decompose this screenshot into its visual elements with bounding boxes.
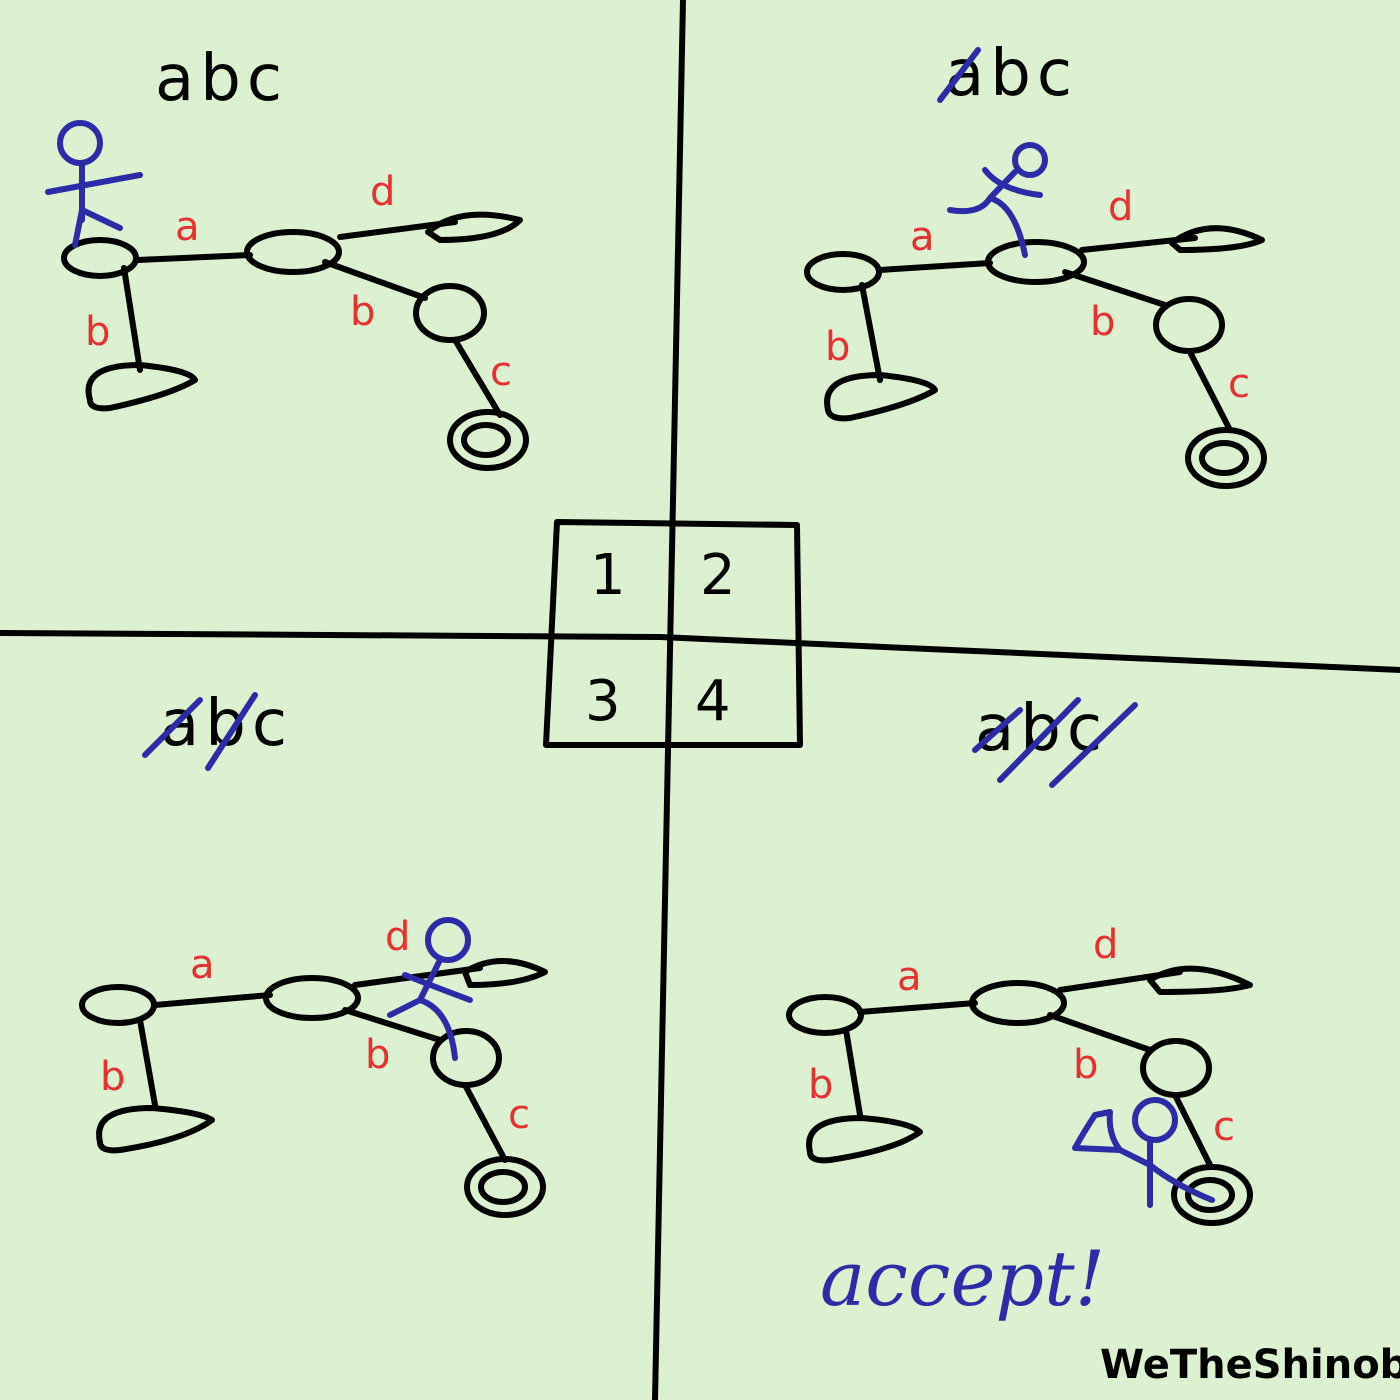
automaton-graph-2: a b d b c bbox=[804, 184, 1267, 489]
state-mid bbox=[430, 1028, 502, 1088]
state-start bbox=[804, 251, 882, 293]
panel-2: abc a b d b c bbox=[804, 37, 1267, 489]
automaton-graph-4: a b d b c bbox=[786, 922, 1253, 1226]
edge-a bbox=[857, 1000, 978, 1015]
double-circle-icon bbox=[1185, 427, 1267, 489]
edge-b-right bbox=[322, 259, 428, 301]
vertical-divider bbox=[652, 0, 686, 1400]
order-cell-4: 4 bbox=[695, 669, 731, 734]
edge-label-b-left: b bbox=[808, 1062, 833, 1108]
state-hub bbox=[244, 229, 342, 275]
state-dead-d bbox=[1169, 225, 1265, 253]
edge-a bbox=[135, 252, 253, 263]
order-cell-1: 1 bbox=[590, 543, 626, 608]
edge-label-b-right: b bbox=[1073, 1042, 1098, 1088]
edge-label-c: c bbox=[1228, 361, 1250, 407]
input-string-1: abc bbox=[155, 42, 288, 116]
state-hub bbox=[969, 980, 1067, 1026]
edge-b-right bbox=[342, 1007, 443, 1043]
edge-b-left bbox=[137, 1017, 158, 1108]
input-string-4: abc bbox=[972, 692, 1138, 788]
state-start bbox=[786, 994, 864, 1036]
edge-c bbox=[452, 337, 503, 418]
edge-b-left bbox=[843, 1027, 863, 1118]
panel-1: abc a b d b c bbox=[45, 42, 529, 471]
edge-b-right bbox=[1062, 269, 1168, 308]
state-dead-b bbox=[824, 372, 938, 422]
edge-b-left bbox=[121, 265, 143, 373]
double-circle-icon bbox=[464, 1156, 546, 1218]
state-mid bbox=[1140, 1038, 1212, 1098]
stick-figure-icon bbox=[947, 142, 1048, 258]
state-mid bbox=[413, 283, 487, 343]
edge-d bbox=[352, 965, 483, 988]
stick-figure-icon bbox=[1072, 1097, 1215, 1208]
panel-4: abc a b d b c bbox=[786, 692, 1253, 1323]
edge-label-a: a bbox=[190, 942, 215, 988]
heart-icon bbox=[1072, 1109, 1123, 1153]
state-start bbox=[79, 984, 157, 1026]
edge-label-b-left: b bbox=[825, 324, 850, 370]
stick-figure-icon bbox=[387, 917, 473, 1061]
strike-b bbox=[997, 697, 1081, 783]
edge-label-a: a bbox=[897, 954, 922, 1000]
input-string-3: abc bbox=[142, 687, 287, 771]
artist-signature: WeTheShinobi bbox=[1100, 1342, 1400, 1388]
edge-label-c: c bbox=[490, 349, 512, 395]
state-hub bbox=[263, 975, 361, 1021]
automaton-graph-3: a b d b c bbox=[79, 914, 548, 1218]
edge-c bbox=[462, 1082, 508, 1163]
double-circle-icon bbox=[1171, 1164, 1253, 1226]
strike-b bbox=[205, 692, 258, 771]
edge-label-d: d bbox=[1108, 184, 1133, 230]
state-dead-b bbox=[85, 362, 198, 412]
automaton-graph-1: a b d b c bbox=[61, 169, 529, 471]
state-hub bbox=[985, 239, 1087, 285]
input-letters: abc bbox=[945, 37, 1078, 111]
edge-c bbox=[1172, 1092, 1213, 1168]
edge-label-b-right: b bbox=[365, 1032, 390, 1078]
result-text: accept! bbox=[820, 1234, 1105, 1323]
state-mid bbox=[1153, 296, 1225, 354]
edge-c bbox=[1187, 349, 1233, 433]
edge-label-d: d bbox=[385, 914, 410, 960]
edge-b-left bbox=[859, 282, 883, 383]
input-letters: abc bbox=[155, 42, 288, 116]
double-circle-icon bbox=[447, 409, 529, 471]
edge-label-b-left: b bbox=[85, 309, 110, 355]
state-start bbox=[61, 237, 139, 279]
edge-a bbox=[877, 260, 993, 273]
state-dead-d bbox=[1147, 965, 1253, 995]
edge-label-b-right: b bbox=[350, 289, 375, 335]
edge-label-a: a bbox=[910, 214, 935, 260]
edge-label-b-right: b bbox=[1090, 299, 1115, 345]
state-dead-d bbox=[425, 211, 523, 243]
edge-label-b-left: b bbox=[100, 1054, 125, 1100]
edge-label-d: d bbox=[1093, 922, 1118, 968]
strike-a bbox=[142, 697, 203, 758]
edge-label-c: c bbox=[508, 1092, 530, 1138]
edge-a bbox=[152, 992, 273, 1008]
input-string-2: abc bbox=[937, 37, 1078, 111]
state-dead-d bbox=[462, 958, 548, 988]
stick-figure-icon bbox=[45, 120, 143, 248]
horizontal-divider bbox=[0, 630, 1400, 673]
order-cell-2: 2 bbox=[700, 543, 736, 608]
edge-label-d: d bbox=[370, 169, 395, 215]
order-cell-3: 3 bbox=[585, 669, 621, 734]
state-dead-b bbox=[96, 1105, 215, 1154]
strike-c bbox=[1049, 702, 1138, 788]
edge-label-c: c bbox=[1213, 1104, 1235, 1150]
state-dead-b bbox=[806, 1115, 923, 1164]
panel-order-grid: 1 2 3 4 bbox=[543, 519, 803, 748]
edge-b-right bbox=[1047, 1012, 1153, 1053]
panel-3: abc a b d b c bbox=[79, 687, 548, 1218]
strike-a bbox=[972, 707, 1023, 753]
order-grid-frame bbox=[543, 519, 803, 748]
edge-label-a: a bbox=[175, 204, 200, 250]
strike-a bbox=[937, 47, 981, 103]
